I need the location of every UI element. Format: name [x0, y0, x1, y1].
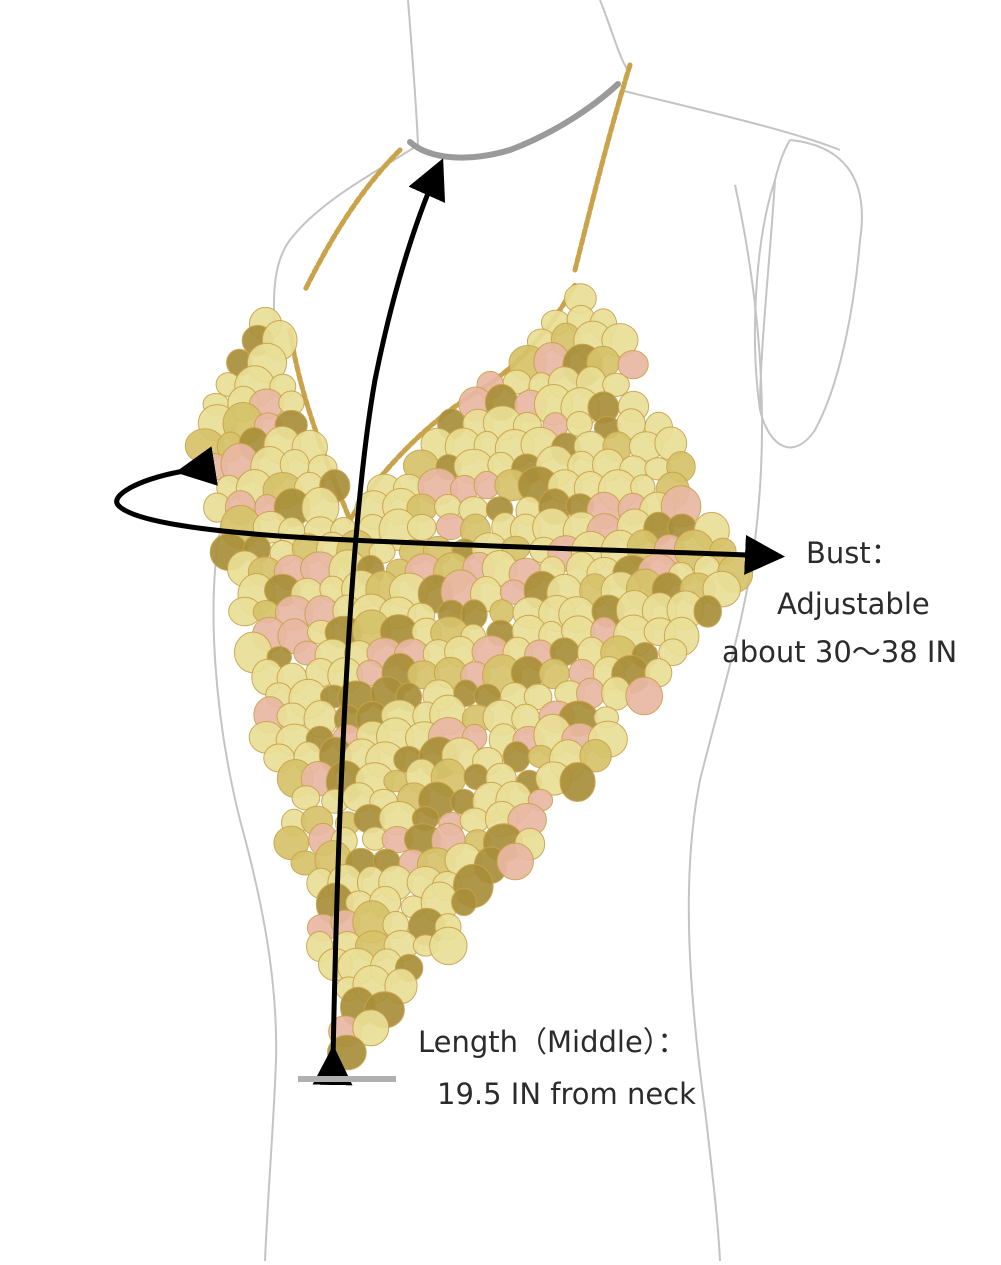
sequin-disc: [693, 595, 722, 628]
chain-left-strap: [302, 147, 403, 293]
sequin-disc: [617, 350, 649, 380]
mannequin-torso-right: [687, 184, 764, 1262]
sequin-disc: [625, 676, 664, 716]
mannequin-shoulder-left: [272, 144, 419, 331]
bust-adjustable-text: Adjustable: [777, 587, 930, 621]
sequin-disc: [459, 807, 490, 834]
mannequin-arm: [754, 139, 863, 449]
bust-title: Bust：: [806, 536, 900, 570]
mannequin-shoulder-right: [619, 89, 841, 151]
chain-right-strap: [572, 62, 633, 273]
length-title: Length（Middle）：: [418, 1025, 687, 1059]
sequin-disc: [658, 638, 688, 667]
sequin-disc: [559, 761, 596, 803]
sequin-disc: [602, 372, 630, 397]
sequin-disc: [523, 683, 553, 711]
mannequin-neck-left: [407, 0, 419, 146]
mannequin-arm-inner: [759, 179, 776, 411]
sequin-disc: [429, 926, 468, 966]
bust-range-text: about 30～38 IN: [722, 635, 958, 669]
sequin-disc: [451, 887, 477, 917]
mannequin-torso-left: [212, 519, 278, 1262]
sequin-panel: [184, 283, 754, 1071]
sequin-disc: [406, 513, 437, 541]
neckline-band: [407, 81, 621, 161]
sequin-disc: [579, 738, 612, 773]
bust-measure-arrow: [114, 446, 785, 575]
length-value-text: 19.5 IN from neck: [437, 1077, 696, 1111]
sequin-disc: [496, 842, 534, 881]
mannequin-neck-right: [599, 0, 629, 71]
